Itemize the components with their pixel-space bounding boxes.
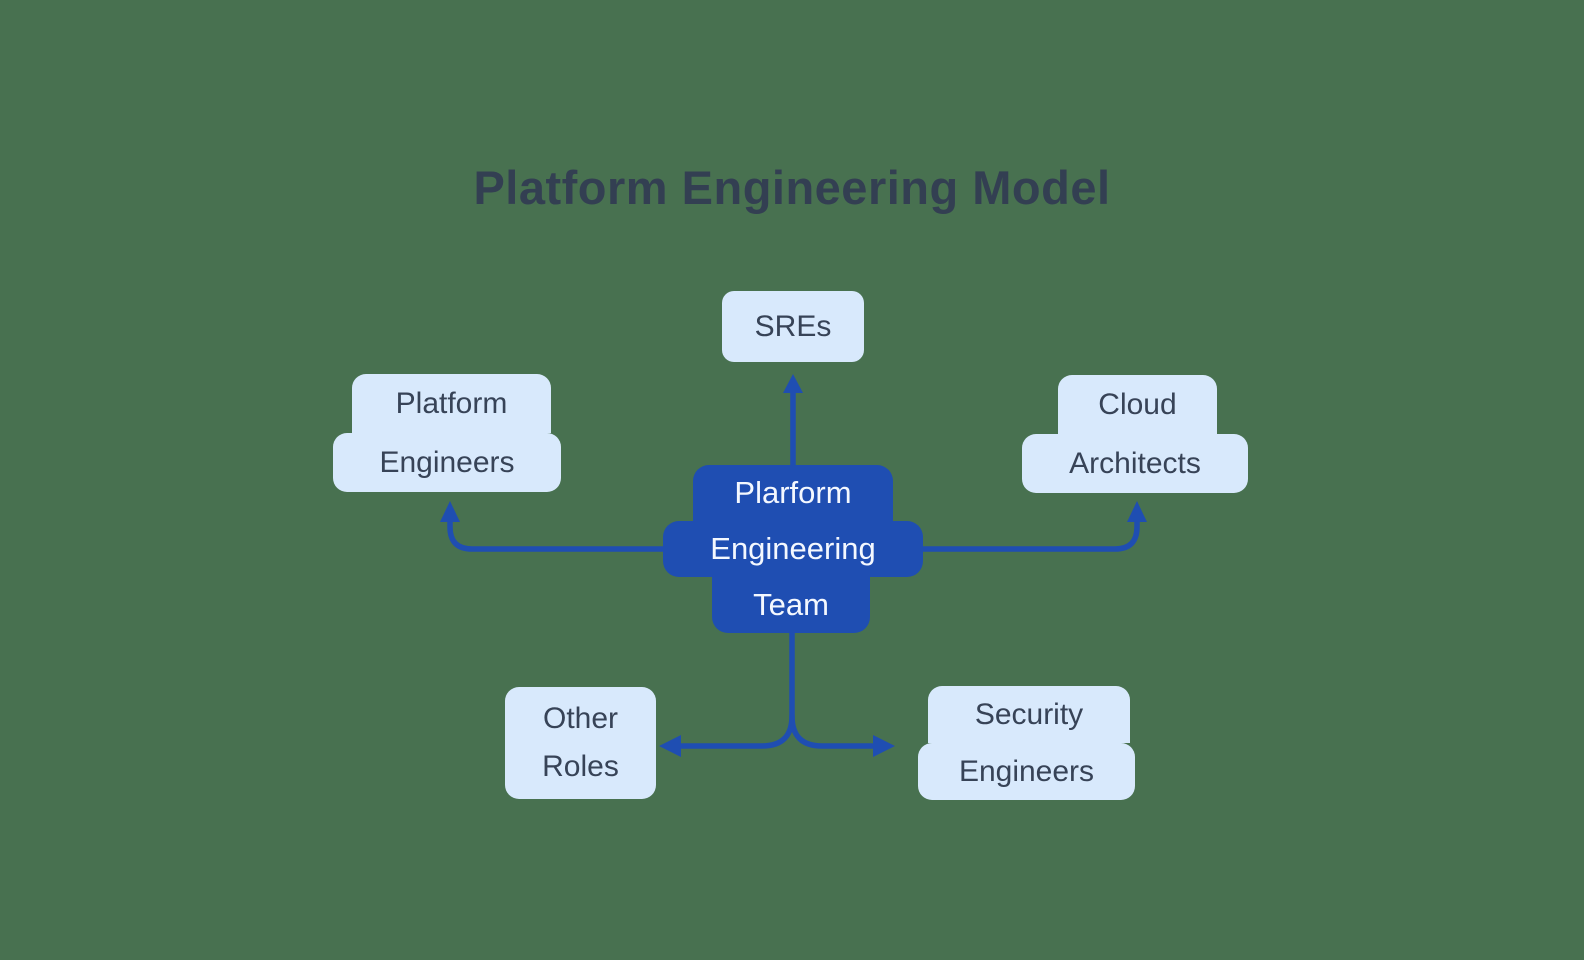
connector-to-security-engineers: [789, 713, 875, 749]
center-node-line-2: Engineering: [663, 521, 923, 577]
node-cloud-architects-line-2: Architects: [1022, 434, 1248, 493]
node-other-roles-label: Other Roles: [505, 687, 656, 799]
node-platform-engineers-line-1: Platform: [352, 374, 551, 433]
connector-to-platform-engineers: [447, 518, 666, 552]
node-platform-engineers-line-2: Engineers: [333, 433, 561, 492]
connector-to-other-roles: [679, 630, 795, 749]
node-security-engineers-line-2: Engineers: [918, 743, 1135, 800]
center-node-line-3: Team: [712, 577, 870, 633]
node-cloud-architects-line-1: Cloud: [1058, 375, 1217, 434]
node-other-roles-line-2: Roles: [542, 750, 619, 783]
connector-to-cloud-architects: [920, 518, 1140, 552]
arrowhead-to-sres: [783, 374, 803, 393]
arrowhead-to-cloud-architects: [1127, 501, 1147, 522]
node-sres-label: SREs: [722, 291, 864, 362]
node-other-roles-line-1: Other: [542, 702, 619, 735]
arrowhead-to-security-engineers: [873, 735, 895, 757]
center-node-line-1: Plarform: [693, 465, 893, 521]
arrowhead-to-other-roles: [659, 735, 681, 757]
node-security-engineers-line-1: Security: [928, 686, 1130, 743]
diagram-title: Platform Engineering Model: [473, 161, 1111, 214]
arrowhead-to-platform-engineers: [440, 501, 460, 522]
